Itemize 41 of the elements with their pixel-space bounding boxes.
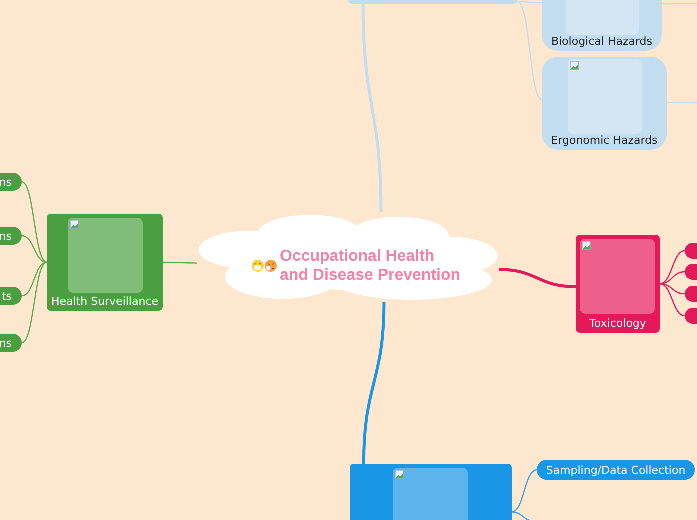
connector-line (667, 102, 697, 104)
subtopic-tab (685, 264, 697, 280)
connector-line (660, 283, 686, 295)
connector-line (660, 283, 686, 317)
connector-line (22, 235, 48, 264)
topic-label: Ergonomic Hazards (551, 134, 658, 148)
connector-line (163, 262, 197, 264)
topic-box (47, 214, 163, 311)
subtopic-label: ns (0, 336, 12, 350)
connector-line (22, 262, 48, 297)
subtopic-tab (685, 243, 697, 259)
topic-box (542, 57, 667, 150)
connector-line (660, 250, 686, 285)
connector-line (512, 469, 538, 513)
topic-box (350, 464, 512, 520)
connector-line (660, 271, 686, 285)
subtopic-pill (0, 227, 22, 245)
topic-label: Toxicology (590, 317, 646, 331)
topic-box (348, 0, 518, 4)
connector-line (498, 268, 576, 288)
topic-label: Biological Hazards (551, 35, 653, 49)
subtopic-tab (685, 308, 697, 324)
connector-line (518, 2, 542, 100)
connector-line (22, 262, 48, 344)
topic-box (576, 235, 660, 333)
subtopic-pill (0, 287, 22, 305)
subtopic-pill (0, 334, 22, 352)
subtopic-tab (685, 286, 697, 302)
topic-box (542, 0, 662, 51)
connector-line (518, 1, 542, 4)
subtopic-pill (537, 460, 695, 480)
connector-line (662, 3, 697, 5)
central-topic-text: Occupational Health and Disease Prevention (280, 247, 462, 285)
topic-label: Health Surveillance (51, 295, 159, 309)
connector-line (362, 302, 386, 464)
subtopic-label: ns (0, 176, 12, 188)
connector-line (22, 181, 48, 264)
subtopic-label: Sampling/Data Collection (546, 464, 686, 476)
subtopic-label: ns (0, 230, 12, 242)
subtopic-label: ts (2, 290, 12, 302)
subtopic-pill (0, 173, 22, 191)
